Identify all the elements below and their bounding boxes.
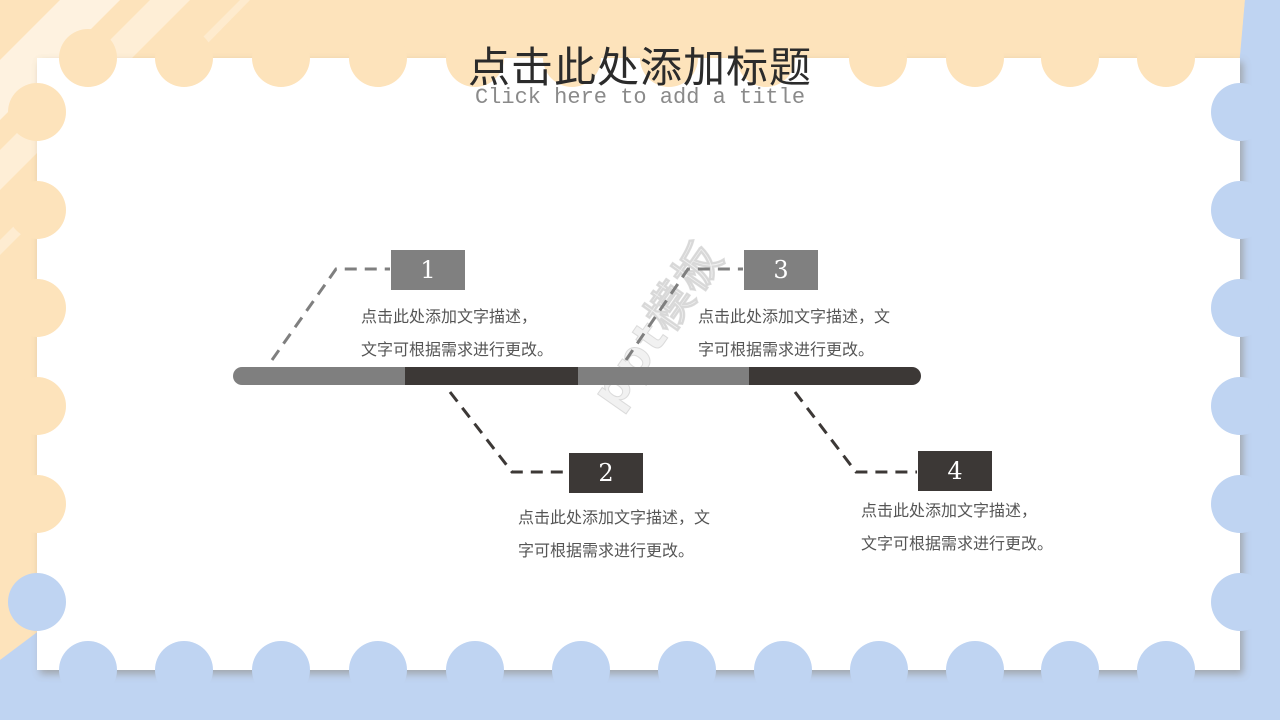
timeline-segment-2: [405, 367, 578, 385]
step-3-description[interactable]: 点击此处添加文字描述，文 字可根据需求进行更改。: [698, 300, 890, 366]
step-1-description[interactable]: 点击此处添加文字描述， 文字可根据需求进行更改。: [361, 300, 553, 366]
slide-subtitle[interactable]: Click here to add a title: [474, 85, 806, 110]
connector-1: [270, 267, 390, 361]
step-3-text-line2: 字可根据需求进行更改。: [698, 340, 875, 359]
timeline-segment-1: [233, 367, 405, 385]
step-4-text-line1: 点击此处添加文字描述，: [861, 501, 1038, 520]
step-1-badge[interactable]: 1: [391, 250, 465, 290]
step-4-number: 4: [947, 457, 963, 485]
slide-title[interactable]: 点击此处添加标题: [467, 43, 812, 92]
step-4-text-line2: 文字可根据需求进行更改。: [861, 534, 1054, 553]
step-2-badge[interactable]: 2: [569, 453, 643, 493]
connector-3: [624, 267, 743, 361]
step-1-text-line1: 点击此处添加文字描述，: [361, 307, 538, 326]
step-2-text-line2: 字可根据需求进行更改。: [518, 541, 695, 560]
connector-2: [448, 391, 568, 474]
step-4-description[interactable]: 点击此处添加文字描述， 文字可根据需求进行更改。: [861, 494, 1053, 560]
timeline-segment-3: [578, 367, 749, 385]
step-3-number: 3: [773, 256, 789, 284]
connector-4: [793, 391, 917, 474]
step-4-badge[interactable]: 4: [918, 451, 992, 491]
timeline-bar: [233, 367, 921, 385]
step-1-number: 1: [420, 256, 436, 284]
step-2-number: 2: [598, 459, 614, 487]
step-3-badge[interactable]: 3: [744, 250, 818, 290]
step-2-description[interactable]: 点击此处添加文字描述，文 字可根据需求进行更改。: [518, 501, 710, 567]
step-3-text-line1: 点击此处添加文字描述，文: [698, 307, 891, 326]
timeline-segment-4: [749, 367, 921, 385]
step-2-text-line1: 点击此处添加文字描述，文: [518, 508, 711, 527]
step-1-text-line2: 文字可根据需求进行更改。: [361, 340, 554, 359]
